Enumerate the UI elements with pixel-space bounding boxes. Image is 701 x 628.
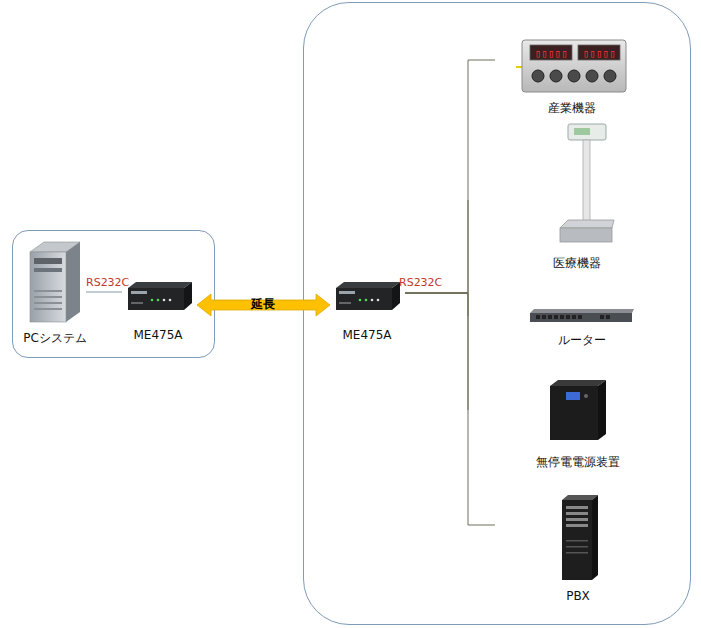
node-label: PCシステム [23, 331, 87, 345]
router-icon [530, 309, 634, 322]
bracket-line [405, 293, 468, 316]
node-label: 無停電電源装置 [536, 455, 620, 469]
node-label: PBX [566, 589, 590, 603]
extension-label: 延長 [251, 298, 275, 311]
pc-node: PCシステム [20, 238, 86, 350]
bracket-line [405, 293, 468, 410]
device-node: 無停電電源装置 [468, 376, 655, 474]
converter-device-icon [128, 282, 192, 310]
extension-arrow [197, 294, 330, 316]
device-node: ME475A [330, 278, 405, 344]
node-label: ルーター [558, 333, 606, 347]
device-node: PBX [495, 490, 655, 606]
led-digits: ▯▯▯▯▯ [534, 47, 567, 60]
pc-tower-icon [30, 242, 80, 322]
device-node: ルーター [468, 304, 655, 350]
node-label: 医療機器 [553, 256, 601, 270]
group-box: ME475A 産業機器医療機器ルーター無停電電源装置 PBX [303, 2, 691, 625]
converter-device-icon [336, 282, 400, 310]
led-digits: ▯▯▯▯▯ [582, 47, 615, 60]
node-label: 産業機器 [548, 101, 596, 115]
signal-label: RS232C [86, 276, 129, 289]
pbx-server-icon [562, 495, 598, 580]
node-label: ME475A [133, 328, 182, 342]
industrial-device-icon: ▯▯▯▯▯ ▯▯▯▯▯ [516, 40, 626, 92]
ups-icon [550, 380, 606, 440]
node-label: ME475A [342, 328, 391, 342]
device-node: ME475A [122, 278, 197, 344]
signal-label: RS232C [399, 276, 442, 289]
serial-cable [86, 292, 122, 293]
medical-scale-icon [560, 124, 614, 242]
bracket-line [405, 293, 495, 525]
device-node: 医療機器 [468, 120, 655, 274]
group-box: PCシステム ME475A [12, 230, 215, 358]
device-node: 産業機器 [495, 36, 655, 118]
bracket-line [405, 60, 495, 293]
